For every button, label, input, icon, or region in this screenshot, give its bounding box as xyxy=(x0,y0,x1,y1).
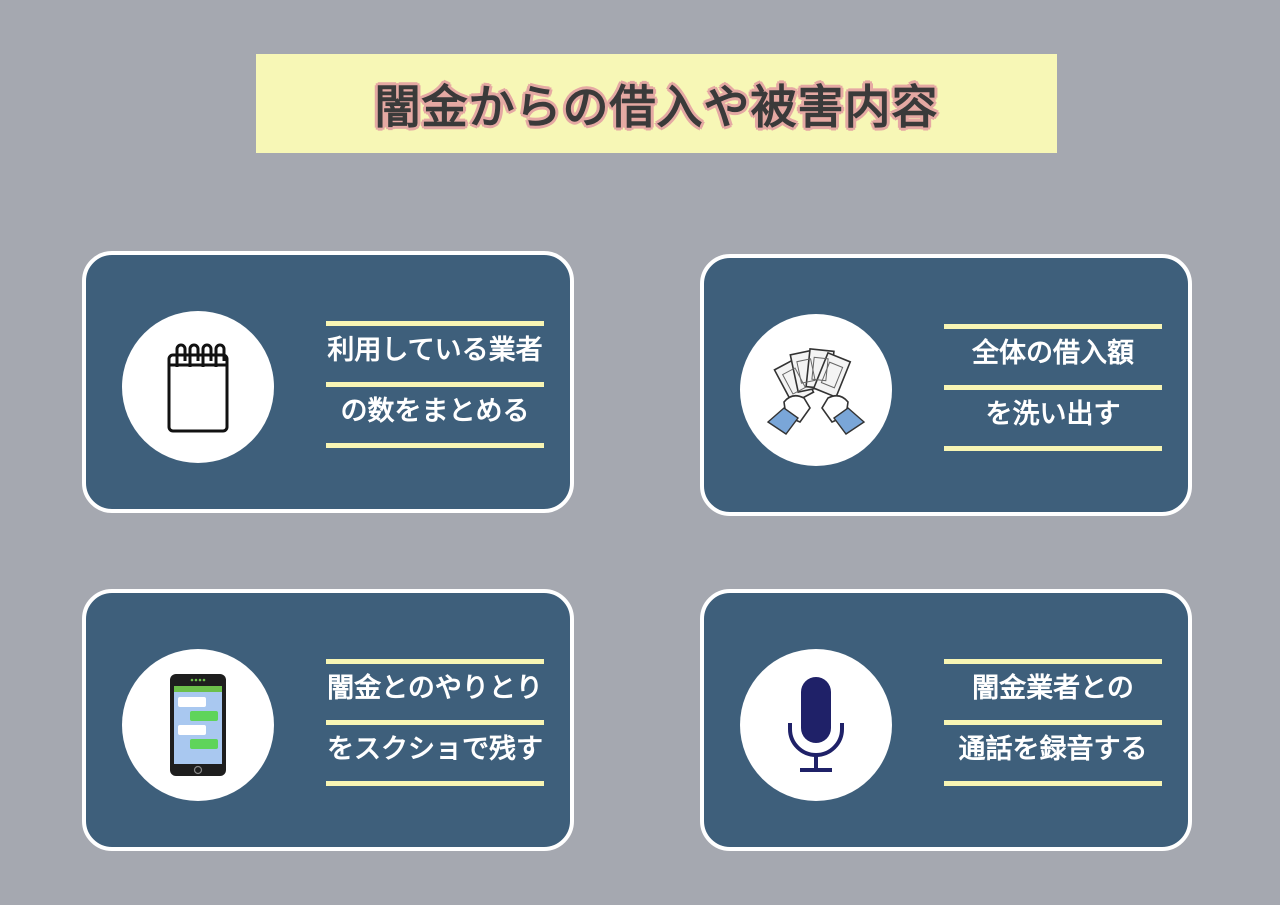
divider-line xyxy=(326,443,544,448)
divider-line xyxy=(944,781,1162,786)
card-line-2: をスクショで残す xyxy=(327,734,543,765)
card-line-2: 通話を録音する xyxy=(958,734,1148,765)
page-title: 闇金からの借入や被害内容 xyxy=(374,79,939,134)
divider-line xyxy=(326,659,544,664)
icon-circle xyxy=(740,649,892,801)
divider-line xyxy=(326,781,544,786)
card-text: 全体の借入額 を洗い出す xyxy=(944,324,1164,454)
card-text: 闇金とのやりとり をスクショで残す xyxy=(326,659,546,789)
card-call-recording: 闇金業者との 通話を録音する xyxy=(700,589,1192,851)
divider-line xyxy=(944,385,1162,390)
microphone-icon xyxy=(788,677,844,772)
divider-line xyxy=(326,720,544,725)
smartphone-chat-icon xyxy=(170,674,226,776)
divider-line xyxy=(944,659,1162,664)
card-screenshot: 闇金とのやりとり をスクショで残す xyxy=(82,589,574,851)
icon-circle xyxy=(122,311,274,463)
card-line-1: 利用している業者 xyxy=(327,335,543,366)
divider-line xyxy=(944,324,1162,329)
icon-circle xyxy=(740,314,892,466)
money-hands-icon xyxy=(766,347,866,435)
divider-line xyxy=(944,446,1162,451)
icon-circle xyxy=(122,649,274,801)
card-line-2: を洗い出す xyxy=(985,399,1121,430)
card-text: 闇金業者との 通話を録音する xyxy=(944,659,1164,789)
card-line-2: の数をまとめる xyxy=(340,396,530,427)
card-total-borrowing: 全体の借入額 を洗い出す xyxy=(700,254,1192,516)
divider-line xyxy=(944,720,1162,725)
card-line-1: 闇金とのやりとり xyxy=(327,673,543,704)
title-banner: 闇金からの借入や被害内容 xyxy=(256,54,1057,153)
card-vendor-count: 利用している業者 の数をまとめる xyxy=(82,251,574,513)
notepad-icon xyxy=(167,343,229,433)
card-line-1: 全体の借入額 xyxy=(972,338,1134,369)
card-line-1: 闇金業者との xyxy=(972,673,1134,704)
divider-line xyxy=(326,321,544,326)
card-text: 利用している業者 の数をまとめる xyxy=(326,321,546,451)
divider-line xyxy=(326,382,544,387)
